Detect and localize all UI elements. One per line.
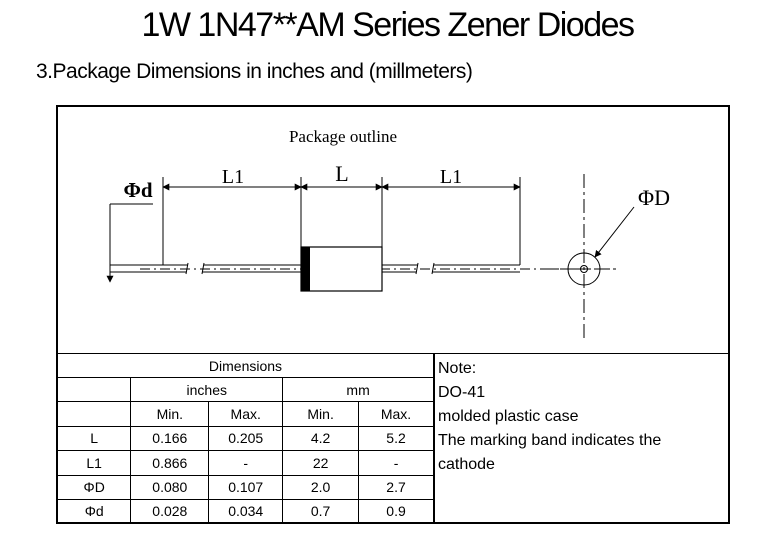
table-cell: 5.2 bbox=[358, 425, 434, 452]
lead-left bbox=[110, 264, 301, 273]
dimensions-header: Dimensions bbox=[58, 354, 434, 379]
table-cell: - bbox=[358, 450, 434, 476]
table-cell: 0.205 bbox=[208, 425, 284, 452]
unit-inches: inches bbox=[130, 377, 284, 403]
table-cell: 0.080 bbox=[130, 474, 210, 500]
table-cell: 0.028 bbox=[130, 498, 210, 523]
dim-label-lead-diameter: Φd bbox=[123, 178, 152, 202]
note-line: molded plastic case bbox=[438, 408, 579, 425]
table-cell: 0.107 bbox=[208, 474, 284, 500]
table-cell: - bbox=[208, 450, 284, 476]
table-row: L 0.166 0.205 4.2 5.2 bbox=[58, 425, 434, 452]
dim-label-l: L bbox=[335, 161, 348, 186]
table-cell: 2.0 bbox=[282, 474, 360, 500]
note-line: The marking band indicates the bbox=[438, 432, 662, 449]
column-header: Max. bbox=[208, 401, 284, 427]
dim-label-l1-left: L1 bbox=[222, 166, 244, 188]
table-row: ΦD 0.080 0.107 2.0 2.7 bbox=[58, 474, 434, 500]
note-box: Note: DO-41 molded plastic case The mark… bbox=[434, 354, 728, 523]
column-header: Max. bbox=[358, 401, 434, 427]
lead-right bbox=[382, 264, 520, 273]
table-cell: 0.866 bbox=[130, 450, 210, 476]
table-cell: 0.9 bbox=[358, 498, 434, 523]
table-cell: 4.2 bbox=[282, 425, 360, 452]
note-line: DO-41 bbox=[438, 384, 486, 401]
dim-label-l1-right: L1 bbox=[440, 166, 462, 188]
table-cell: 22 bbox=[282, 450, 360, 476]
dim-label-body-diameter: ΦD bbox=[638, 185, 670, 210]
row-label: L bbox=[58, 425, 132, 452]
row-label: L1 bbox=[58, 450, 132, 476]
row-label: Φd bbox=[58, 498, 132, 523]
column-header: Min. bbox=[130, 401, 210, 427]
table-row: L1 0.866 - 22 - bbox=[58, 450, 434, 476]
table-cell: 0.166 bbox=[130, 425, 210, 452]
page-title: 1W 1N47**AM Series Zener Diodes bbox=[141, 6, 635, 44]
dimension-section: Dimensions inches mm Min. Max. Min. Max.… bbox=[58, 353, 728, 523]
table-row: Φd 0.028 0.034 0.7 0.9 bbox=[58, 498, 434, 523]
note-line: Note: bbox=[438, 360, 477, 377]
diode-body bbox=[300, 246, 383, 292]
section-heading: 3.Package Dimensions in inches and (mill… bbox=[36, 60, 473, 83]
package-outline-drawing: Package outline bbox=[106, 127, 670, 342]
table-cell: 0.034 bbox=[208, 498, 284, 523]
drawing-caption: Package outline bbox=[289, 127, 397, 146]
column-header: Min. bbox=[282, 401, 360, 427]
row-label: ΦD bbox=[58, 474, 132, 500]
table-cell: 0.7 bbox=[282, 498, 360, 523]
package-frame: Package outline bbox=[56, 105, 730, 524]
dimensions-table: Dimensions inches mm Min. Max. Min. Max.… bbox=[58, 354, 434, 523]
cathode-band bbox=[301, 247, 310, 291]
table-cell: 2.7 bbox=[358, 474, 434, 500]
note-line: cathode bbox=[438, 456, 495, 473]
end-view bbox=[545, 174, 635, 342]
unit-mm: mm bbox=[282, 377, 434, 403]
